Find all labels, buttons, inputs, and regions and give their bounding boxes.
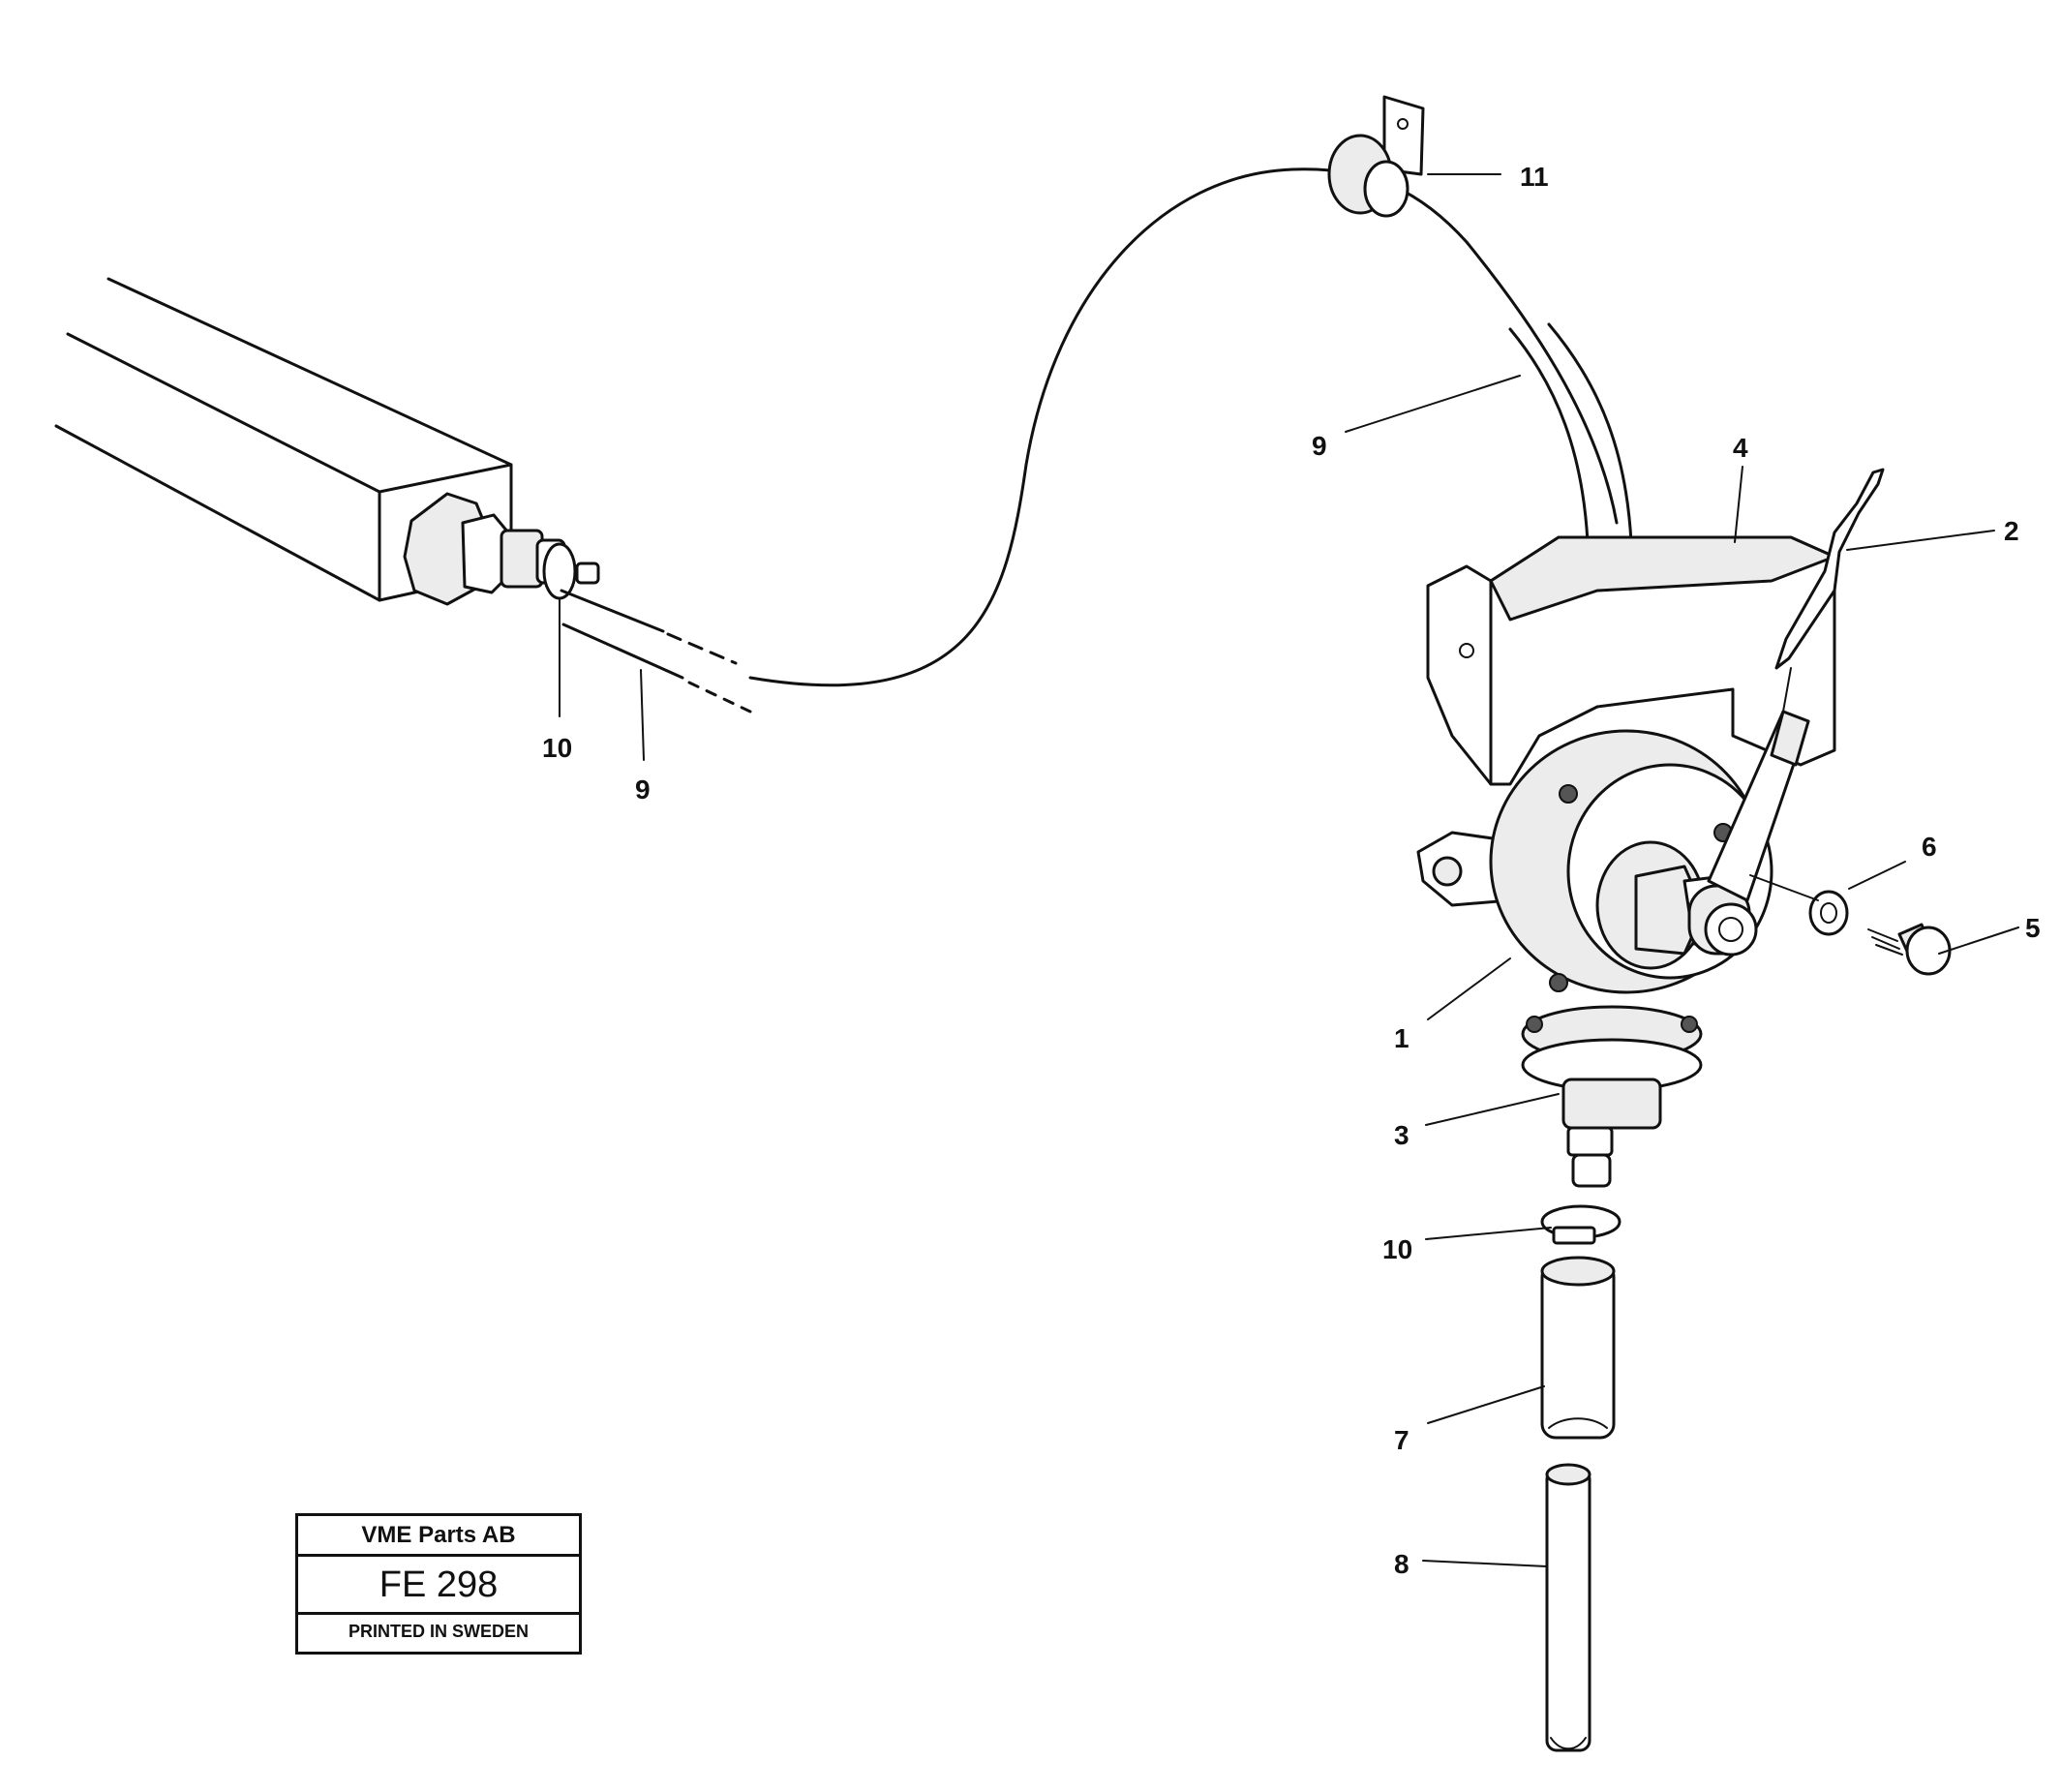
fuel-hose [560, 167, 1633, 714]
pump-lever [1707, 468, 1885, 902]
callout-5: 5 [2025, 913, 2041, 943]
callout-11: 11 [1520, 162, 1549, 192]
callout-4: 4 [1733, 433, 1748, 463]
hose-clamp-lower [1540, 1204, 1622, 1245]
callout-6: 6 [1922, 832, 1937, 862]
callout-10-upper: 10 [542, 733, 572, 763]
screw [1867, 923, 1952, 976]
tank-outlet-fitting [403, 492, 566, 606]
callout-10-lower: 10 [1382, 1234, 1412, 1264]
callout-2: 2 [2004, 516, 2019, 546]
drawing-number: FE 298 [298, 1557, 579, 1615]
hand-pump [1416, 729, 1773, 994]
callout-3: 3 [1394, 1120, 1409, 1150]
callout-9-upper: 9 [1312, 431, 1327, 461]
pump-outlet-fitting [1521, 1005, 1703, 1188]
hose-clip [1327, 95, 1425, 218]
printed-note: PRINTED IN SWEDEN [348, 1622, 529, 1641]
callout-7: 7 [1394, 1425, 1409, 1455]
washer [1808, 890, 1849, 936]
callout-labels: 11 9 4 2 6 5 1 3 10 7 8 10 9 [542, 162, 2041, 1579]
callout-8: 8 [1394, 1549, 1409, 1579]
title-block: VME Parts AB FE 298 PRINTED IN SWEDEN [295, 1513, 582, 1655]
callout-9-lower: 9 [635, 775, 651, 805]
pump-bracket [1426, 535, 1836, 786]
hose-clamp-left [542, 542, 600, 600]
callout-1: 1 [1394, 1023, 1409, 1053]
suction-pipe [1545, 1463, 1591, 1752]
suction-hose [1540, 1256, 1616, 1440]
leader-lines [559, 173, 2019, 1567]
company-name: VME Parts AB [298, 1516, 579, 1557]
